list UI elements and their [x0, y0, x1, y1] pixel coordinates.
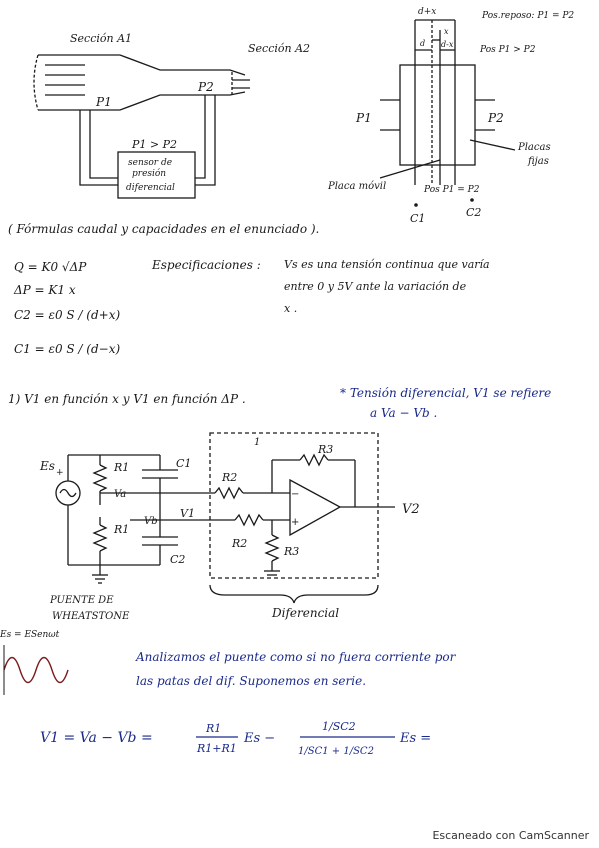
circuit-r2-top: R2 [221, 471, 237, 484]
sine-wave-sketch [3, 645, 69, 695]
cap-x: x [444, 27, 449, 36]
circuit-v1: V1 [180, 507, 195, 520]
specs-line-2: entre 0 y 5V ante la variación de [284, 280, 467, 293]
cap-c2: C2 [466, 206, 481, 219]
circuit-bridge-1: PUENTE DE [49, 595, 114, 606]
circuit-source-eq: Es = ESenωt [0, 630, 60, 640]
top-diagrams: Sección A1 Sección A2 P1 P2 P1 > P2 sens… [33, 7, 574, 225]
circuit-va: Va [114, 489, 126, 500]
pipe-p2: P2 [197, 80, 214, 94]
eq-es2: Es = [399, 731, 431, 746]
analysis-line-2: las patas del dif. Suponemos en serie. [136, 674, 367, 688]
circuit-r1-top: R1 [113, 461, 129, 474]
eq-frac1-num: R1 [205, 722, 221, 735]
pipe-diagram [33, 54, 250, 199]
circuit-r3-bottom: R3 [283, 545, 299, 558]
circuit-es: Es [39, 459, 55, 473]
cap-pos-p1-gt-p2: Pos P1 > P2 [479, 45, 536, 55]
cap-mobile-plate: Placa móvil [327, 181, 386, 192]
formula-c2: C2 = ε0 S / (d+x) [14, 308, 121, 322]
eq-frac2-num: 1/SC2 [322, 720, 356, 733]
circuit-r2-bottom: R2 [231, 537, 247, 550]
cap-rest-position: Pos.reposo: P1 = P2 [481, 11, 574, 21]
circuit-r1-bottom: R1 [113, 523, 129, 536]
pipe-p1: P1 [95, 95, 112, 109]
sensor-label-1: sensor de [128, 158, 172, 168]
pipe-section-a1: Sección A1 [70, 32, 132, 45]
pipe-p1-gt-p2: P1 > P2 [131, 138, 177, 151]
analysis-line-1: Analizamos el puente como si no fuera co… [136, 650, 456, 664]
svg-text:−: − [291, 489, 299, 500]
cap-c1: C1 [410, 212, 425, 225]
eq-frac1-den: R1+R1 [196, 742, 237, 755]
intro-text: ( Fórmulas caudal y capacidades en el en… [8, 222, 320, 236]
cap-fixed-plates-2: fijas [527, 156, 549, 167]
circuit-r3-top: R3 [317, 443, 333, 456]
sensor-label-3: diferencial [126, 183, 175, 193]
circuit-bridge-2: WHEATSTONE [52, 611, 130, 622]
specs-line-3: x . [284, 302, 298, 315]
cap-p1: P1 [355, 111, 372, 125]
circuit-v2: V2 [402, 502, 420, 517]
cap-d: d [420, 39, 425, 48]
pipe-section-a2: Sección A2 [248, 42, 310, 55]
circuit-vb: Vb [144, 516, 158, 527]
sensor-label-2: presión [132, 168, 166, 179]
circuit-differential: Diferencial [271, 606, 339, 620]
formula-c1: C1 = ε0 S / (d−x) [14, 342, 121, 356]
capacitor-diagram [379, 19, 516, 185]
cap-pos-p1-eq-p2: Pos P1 = P2 [423, 185, 480, 195]
eq-lhs: V1 = Va − Vb = [40, 730, 153, 746]
note-line-1: * Tensión diferencial, V1 se refiere [340, 386, 552, 400]
note-line-2: a Va − Vb . [370, 406, 438, 420]
eq-frac2-den: 1/SC1 + 1/SC2 [298, 746, 374, 757]
specs-title: Especificaciones : [152, 258, 261, 272]
specs-line-1: Vs es una tensión continua que varía [284, 258, 490, 271]
cap-d-minus-x: d-x [441, 40, 454, 49]
cap-d-plus-x: d+x [418, 7, 436, 17]
circuit-c2: C2 [170, 553, 185, 566]
svg-text:+: + [291, 517, 299, 528]
formula-dp: ΔP = K1 x [14, 283, 76, 297]
svg-text:+: + [56, 468, 64, 478]
cap-p2: P2 [487, 111, 504, 125]
circuit-diagram: Es R1 Va R1 Vb C1 C2 R2 V1 R2 R3 R3 V2 1… [0, 432, 420, 640]
final-equation: V1 = Va − Vb = R1 R1+R1 Es − 1/SC2 1/SC1… [40, 720, 431, 757]
scanner-watermark: Escaneado con CamScanner [432, 829, 589, 842]
circuit-block-num: 1 [254, 437, 260, 448]
circuit-c1: C1 [176, 457, 191, 470]
question-text: 1) V1 en función x y V1 en función ΔP . [8, 392, 246, 406]
eq-es1: Es − [243, 731, 275, 746]
cap-fixed-plates-1: Placas [517, 142, 551, 153]
formula-q: Q = K0 √ΔP [14, 260, 87, 274]
